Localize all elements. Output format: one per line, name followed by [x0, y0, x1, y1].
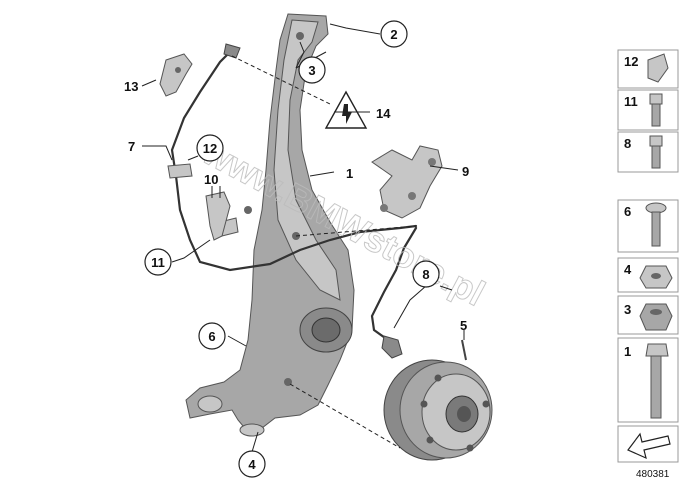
direction-arrow-box[interactable]: [617, 425, 679, 463]
hex-bolt-icon: [645, 343, 669, 357]
callout-13[interactable]: 13: [124, 79, 138, 94]
socket-bolt-icon: [649, 135, 663, 147]
callout-14[interactable]: 14: [376, 106, 391, 121]
svg-text:9: 9: [462, 164, 469, 179]
svg-text:14: 14: [376, 106, 391, 121]
svg-text:1: 1: [346, 166, 353, 181]
leader-lines: [141, 23, 465, 453]
socket-bolt-icon: [649, 93, 663, 105]
callout-6[interactable]: 6: [198, 322, 226, 350]
svg-text:7: 7: [128, 139, 135, 154]
callout-3[interactable]: 3: [298, 56, 326, 84]
wheel-hub[interactable]: [383, 359, 493, 461]
nut-icon: [639, 303, 673, 331]
svg-text:4: 4: [248, 457, 256, 472]
sidebar-item-3[interactable]: 3: [617, 295, 679, 335]
svg-text:8: 8: [422, 267, 429, 282]
callout-2[interactable]: 2: [380, 20, 408, 48]
reference-number: 480381: [636, 469, 670, 480]
callout-10[interactable]: 10: [204, 172, 218, 187]
svg-text:12: 12: [203, 141, 217, 156]
bracket[interactable]: [371, 145, 443, 219]
svg-text:6: 6: [624, 204, 631, 219]
svg-text:10: 10: [204, 172, 218, 187]
callout-4[interactable]: 4: [238, 450, 266, 478]
svg-text:4: 4: [624, 262, 632, 277]
callout-9[interactable]: 9: [462, 164, 469, 179]
cable-clip[interactable]: [159, 53, 193, 97]
callout-7[interactable]: 7: [128, 139, 135, 154]
sidebar-item-6[interactable]: 6: [617, 199, 679, 253]
sidebar-item-8[interactable]: 8: [617, 131, 679, 173]
svg-text:11: 11: [624, 94, 638, 109]
wheel-speed-sensor[interactable]: [370, 226, 467, 361]
svg-text:12: 12: [624, 54, 638, 69]
parts-sidebar: 12 11 8 6 4: [617, 49, 679, 463]
svg-text:1: 1: [624, 344, 631, 359]
sidebar-item-4[interactable]: 4: [617, 257, 679, 293]
svg-text:3: 3: [308, 63, 315, 78]
svg-text:8: 8: [624, 136, 631, 151]
svg-text:3: 3: [624, 302, 631, 317]
sidebar-item-1[interactable]: 1: [617, 337, 679, 423]
sidebar-item-12[interactable]: 12: [617, 49, 679, 89]
clip-icon: [647, 53, 669, 83]
brake-pad-wear-sensor-cable[interactable]: [167, 43, 418, 272]
callout-1[interactable]: 1: [346, 166, 353, 181]
svg-text:2: 2: [390, 27, 397, 42]
callout-11[interactable]: 11: [144, 248, 172, 276]
sidebar-item-11[interactable]: 11: [617, 89, 679, 131]
callout-8[interactable]: 8: [412, 260, 440, 288]
holder-clip[interactable]: [205, 191, 231, 241]
electrical-hazard-icon: [324, 90, 368, 129]
callout-5[interactable]: 5: [460, 318, 467, 333]
arrow-icon: [627, 432, 671, 460]
svg-text:11: 11: [151, 255, 165, 270]
svg-text:6: 6: [208, 329, 215, 344]
callout-12[interactable]: 12: [196, 134, 224, 162]
svg-text:5: 5: [460, 318, 467, 333]
svg-text:13: 13: [124, 79, 138, 94]
